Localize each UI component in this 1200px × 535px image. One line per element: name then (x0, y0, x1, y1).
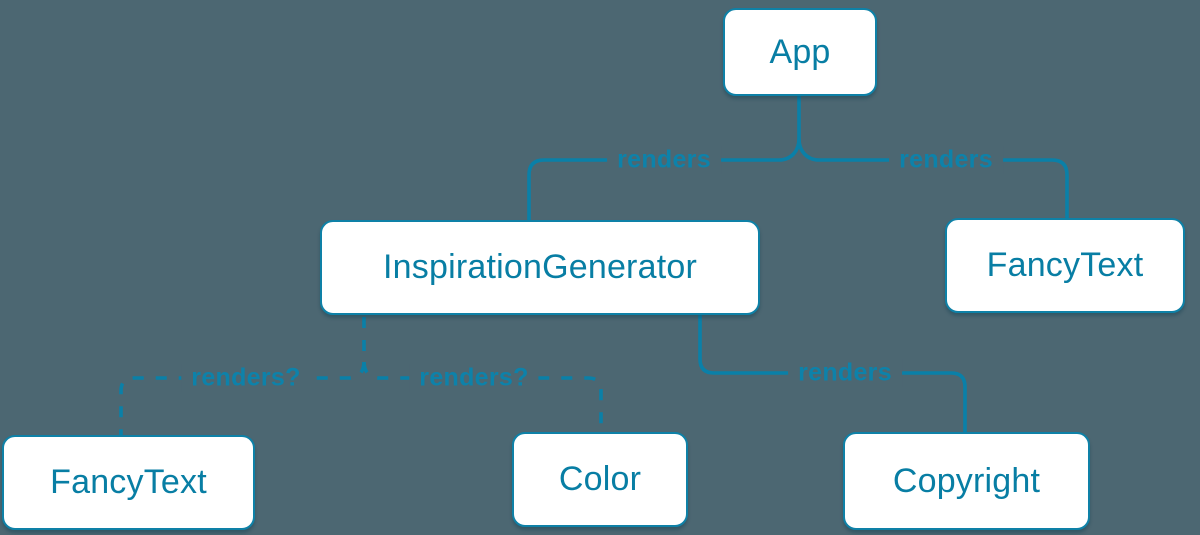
edge-label-renders-copyright: renders (788, 358, 902, 388)
node-inspiration-generator: InspirationGenerator (320, 220, 760, 315)
edge-label-renders-app-fancytext: renders (889, 145, 1003, 175)
edge-inspirationgenerator-color-dashed (362, 361, 603, 433)
node-inspiration-generator-label: InspirationGenerator (383, 248, 697, 286)
node-fancy-text-top: FancyText (945, 218, 1185, 313)
edge-inspirationgenerator-fancytext-dashed (119, 361, 366, 436)
node-app: App (723, 8, 877, 96)
node-fancy-text-bottom-label: FancyText (50, 463, 207, 501)
edge-label-renders-question-fancytext: renders? (181, 363, 311, 393)
node-copyright: Copyright (843, 432, 1090, 530)
edge-app-fancytext (797, 138, 1069, 219)
edge-label-renders-app-inspirationgenerator: renders (607, 145, 721, 175)
edge-label-renders-question-color: renders? (409, 363, 539, 393)
node-app-label: App (769, 32, 831, 71)
node-fancy-text-top-label: FancyText (986, 246, 1144, 284)
node-color: Color (512, 432, 688, 527)
node-color-label: Color (558, 460, 642, 498)
node-copyright-label: Copyright (892, 461, 1041, 500)
node-fancy-text-bottom: FancyText (2, 435, 255, 530)
